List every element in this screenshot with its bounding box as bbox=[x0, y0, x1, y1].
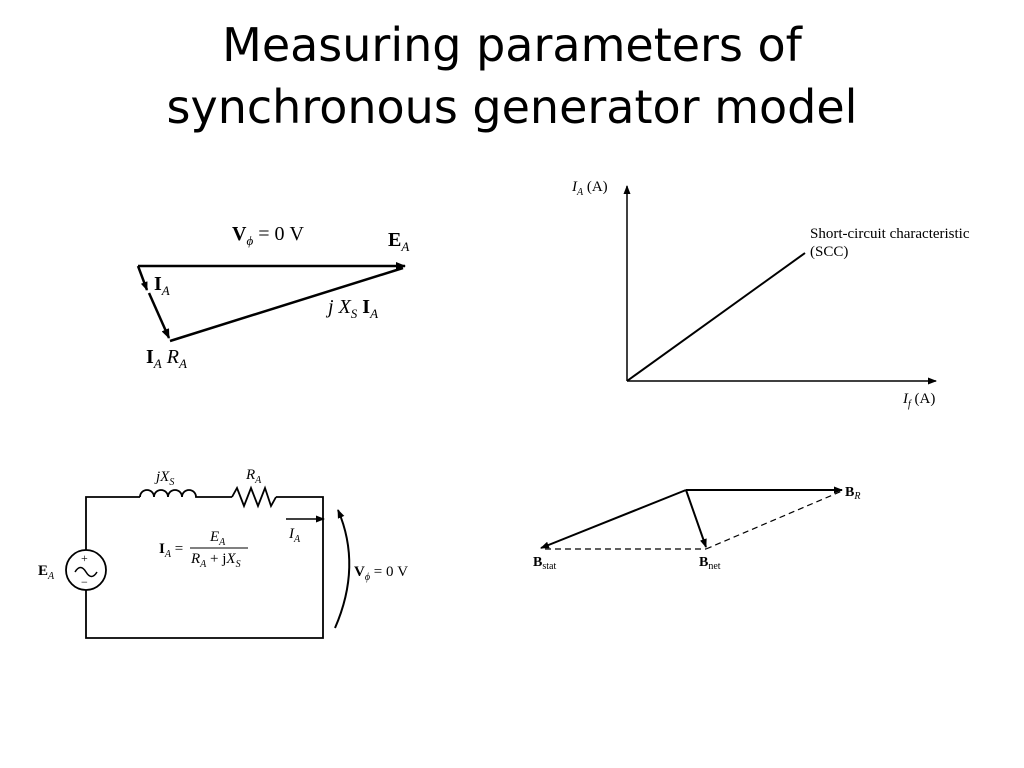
title-line-1: Measuring parameters of bbox=[222, 18, 802, 72]
slide-title: Measuring parameters of synchronous gene… bbox=[0, 14, 1024, 138]
source-minus-sign: − bbox=[81, 575, 88, 589]
resistor-ra bbox=[231, 485, 277, 509]
vphi-label: Vϕ = 0 V bbox=[232, 223, 304, 248]
iara-label: IA RA bbox=[146, 346, 187, 371]
jxs-ia-phasor-line bbox=[169, 266, 404, 343]
ia-label: IA bbox=[154, 273, 170, 298]
iara-phasor-arrow bbox=[147, 292, 171, 339]
bstat-label: Bstat bbox=[533, 555, 556, 572]
dashed-line-diagonal bbox=[705, 490, 843, 550]
voltage-source-icon bbox=[65, 549, 107, 591]
y-axis-label: IA (A) bbox=[571, 179, 608, 198]
ra-label: RA bbox=[245, 467, 262, 486]
br-label: BR bbox=[845, 485, 860, 502]
scc-curve bbox=[626, 252, 806, 382]
inductor-jxs bbox=[139, 489, 198, 498]
jxs-label: jXS bbox=[154, 469, 174, 488]
equation-lhs: IA = bbox=[159, 541, 183, 560]
title-line-2: synchronous generator model bbox=[166, 80, 858, 134]
equation-numerator: EA bbox=[209, 529, 226, 548]
vphi-circuit-label: Vϕ = 0 V bbox=[354, 564, 408, 583]
source-plus-sign: + bbox=[81, 551, 88, 565]
scc-curve-label-1: Short-circuit characteristic bbox=[810, 226, 970, 242]
bnet-arrow bbox=[685, 489, 707, 548]
ea-label: EA bbox=[388, 229, 409, 254]
bnet-label: Bnet bbox=[699, 555, 721, 572]
ia-arrow-label: IA bbox=[288, 526, 301, 545]
equation-denominator: RA + jXS bbox=[190, 551, 241, 570]
circuit-wire bbox=[85, 496, 324, 639]
x-axis-label: If (A) bbox=[902, 391, 935, 410]
source-label: EA bbox=[38, 563, 55, 582]
vphi-voltage-arc bbox=[334, 509, 351, 629]
bstat-arrow bbox=[540, 489, 687, 549]
jxs-ia-label: j XS IA bbox=[325, 296, 378, 321]
scc-curve-label-2: (SCC) bbox=[810, 244, 848, 260]
ac-wave-icon bbox=[74, 566, 98, 578]
ia-phasor-arrow bbox=[136, 265, 149, 291]
